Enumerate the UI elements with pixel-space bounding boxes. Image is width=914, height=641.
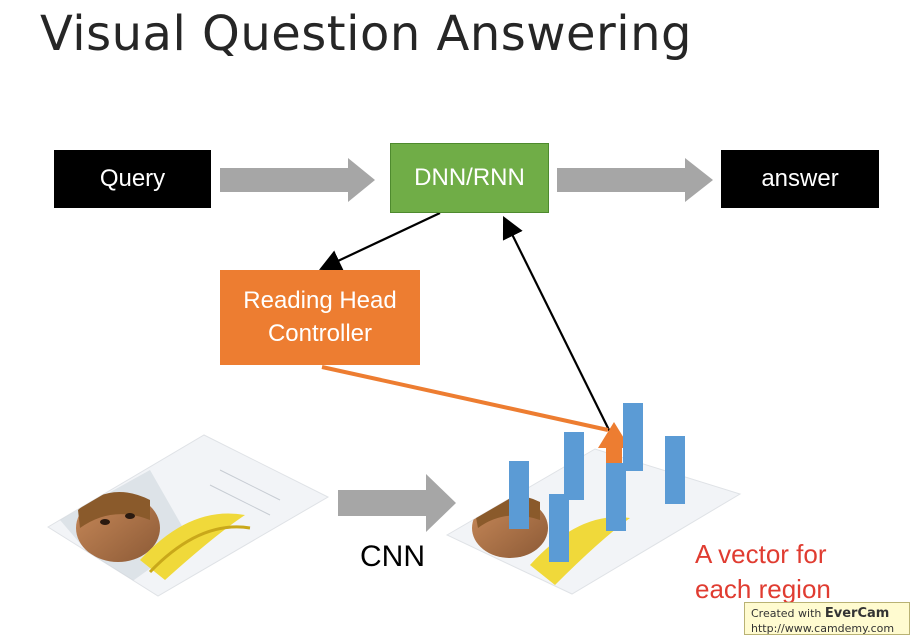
watermark-brand: EverCam [824,606,890,621]
input-photo-icon [47,434,330,597]
region-vector [509,461,529,529]
vector-caption-line1: A vector for [695,539,827,569]
vector-caption: A vector for each region [695,537,831,606]
watermark-url: http://www.camdemy.com [751,621,895,635]
reading-head-controller-box: Reading Head Controller [220,270,420,365]
reading-head-label-line2: Controller [267,319,373,347]
page-title: Visual Question Answering [40,6,693,62]
gray-arrow-query-to-dnn [220,158,375,202]
watermark-prefix: Created with [751,607,825,620]
query-label: Query [99,164,166,192]
reading-head-label-line1: Reading Head [243,287,397,315]
gray-arrow-cnn [338,474,456,532]
cnn-label: CNN [360,540,425,573]
dnn-rnn-label: DNN/RNN [414,163,525,191]
dnn-rnn-box: DNN/RNN [390,143,549,213]
region-vector [606,463,626,531]
arrow-dnn-to-controller [319,212,441,271]
evercam-watermark: Created with EverCam http://www.camdemy.… [744,602,910,635]
answer-box: answer [721,150,879,208]
region-vector [549,494,569,562]
region-vector [623,403,643,471]
arrow-vectors-to-dnn [502,216,611,433]
answer-label: answer [761,164,839,192]
vector-caption-line2: each region [695,573,831,604]
arrow-controller-to-vectors [321,365,630,466]
query-box: Query [54,150,211,208]
region-vector-bars [509,403,685,562]
region-vector [564,432,584,500]
region-vector [665,436,685,504]
gray-arrow-dnn-to-answer [557,158,713,202]
